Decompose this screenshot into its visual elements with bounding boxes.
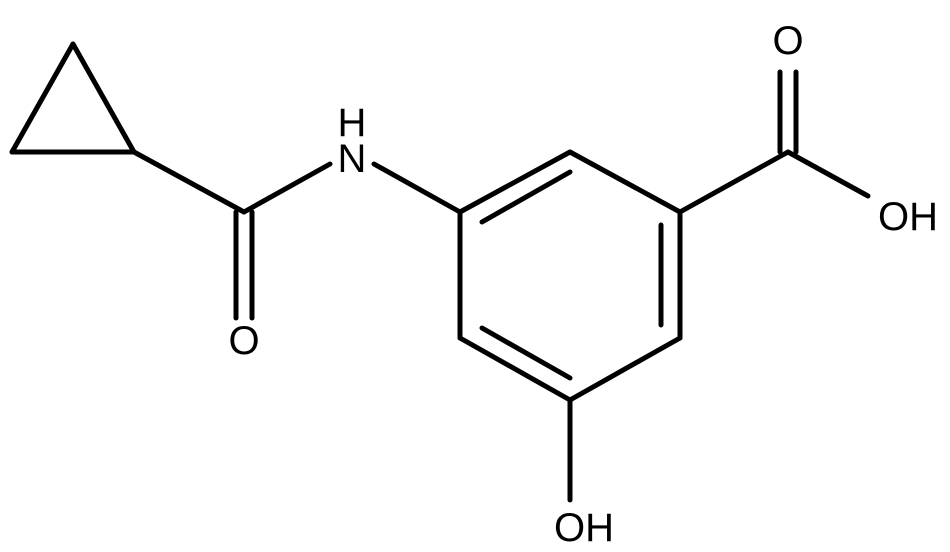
ring-hydroxyl-label: OH: [554, 506, 614, 550]
bond-ring-c4-c5: [567, 335, 683, 403]
amide-hydrogen-label: H: [338, 101, 367, 145]
bond-cp-top-right: [70, 41, 137, 155]
bond-nitrogen-to-ring: [371, 161, 463, 215]
amide-nitrogen-label: N: [338, 137, 367, 181]
bond-ring-c5-c6-inner: [479, 325, 573, 381]
bond-ring-c2-c3: [567, 149, 683, 215]
bond-carbonyl-to-nitrogen: [241, 161, 333, 215]
amide-group: [131, 149, 463, 321]
bond-cp-top-left: [9, 41, 76, 155]
benzene-ring: [457, 149, 683, 403]
acid-hydroxyl-label: OH: [878, 195, 938, 239]
bond-ring-c1-c2-inner: [479, 169, 573, 225]
bond-ring-c1-c2: [457, 149, 573, 215]
carboxylic-acid-group: [677, 69, 871, 215]
cyclopropyl-ring: [9, 41, 137, 155]
amide-oxygen-label: O: [228, 319, 259, 363]
bond-ring-c5-c6: [457, 335, 573, 403]
bond-acid-to-hydroxyl: [785, 149, 871, 199]
bond-ring-to-acid-carbon: [677, 149, 791, 215]
bond-cp-to-carbonyl: [131, 149, 247, 215]
acid-carbonyl-oxygen-label: O: [772, 19, 803, 63]
